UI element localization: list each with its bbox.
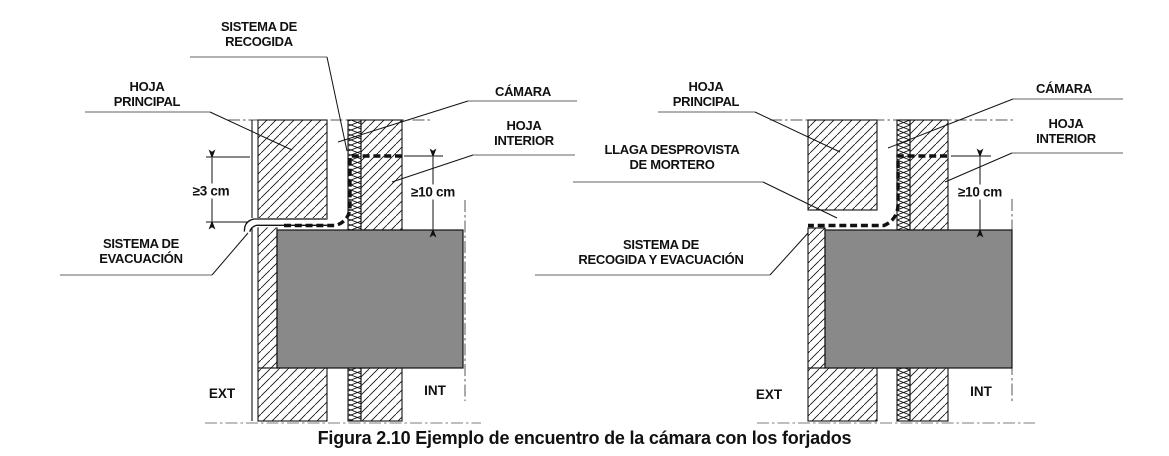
left-dimension-3cm: ≥3 cm <box>190 183 232 199</box>
left-insulation-lower <box>347 367 362 422</box>
leader-right-hoja-principal <box>754 111 841 153</box>
left-outer-leaf-front-of-slab <box>257 226 278 369</box>
leader-right-camara <box>887 98 1014 149</box>
left-label-camara: CÁMARA <box>495 84 551 99</box>
left-outer-leaf-upper <box>257 119 328 220</box>
right-outer-leaf-lower <box>807 367 878 422</box>
right-insulation-lower <box>896 367 911 422</box>
leader-left-camara <box>337 100 469 143</box>
right-label-camara: CÁMARA <box>1036 81 1092 96</box>
left-inner-leaf-lower <box>360 367 403 422</box>
left-label-hoja-interior: HOJA INTERIOR <box>494 118 554 149</box>
left-floor-slab <box>276 229 464 369</box>
figure-caption: Figura 2.10 Ejemplo de encuentro de la c… <box>317 428 852 448</box>
right-wall-layers <box>807 119 949 422</box>
left-collection-membrane-dashed <box>284 154 402 228</box>
left-outer-leaf-lower <box>257 367 328 422</box>
leader-left-sistema-evacuacion <box>211 232 249 276</box>
right-inner-leaf-lower <box>909 367 949 422</box>
right-zone-ext: EXT <box>755 387 783 402</box>
left-tube-clearance <box>250 218 327 228</box>
left-zone-ext: EXT <box>208 386 236 401</box>
right-label-hoja-interior: HOJA INTERIOR <box>1036 116 1096 147</box>
label-underlines <box>60 56 1123 276</box>
leader-right-llaga <box>762 181 838 219</box>
right-zone-int: INT <box>970 384 992 399</box>
left-label-hoja-principal: HOJA PRINCIPAL <box>113 79 181 110</box>
right-label-sistema-recogida-evacuacion: SISTEMA DE RECOGIDA Y EVACUACIÓN <box>578 237 744 268</box>
leader-lines <box>209 56 1014 276</box>
left-dimension-10cm: ≥10 cm <box>409 184 457 200</box>
left-label-sistema-evacuacion: SISTEMA DE EVACUACIÓN <box>99 236 183 267</box>
right-dimension-10cm: ≥10 cm <box>956 184 1004 200</box>
leader-right-sistema-recogida-evacuacion <box>769 232 809 276</box>
left-label-sistema-recogida: SISTEMA DE RECOGIDA <box>221 19 297 50</box>
leader-left-hoja-principal <box>209 111 293 151</box>
left-zone-int: INT <box>424 383 446 398</box>
left-inner-leaf-upper <box>360 119 403 231</box>
right-outer-leaf-front-of-slab <box>807 227 826 369</box>
right-outer-leaf-upper <box>807 119 878 211</box>
right-label-llaga-desprovista: LLAGA DESPROVISTA DE MORTERO <box>604 142 740 173</box>
leader-left-sistema-recogida <box>326 56 348 152</box>
left-wall-layers <box>251 119 403 422</box>
right-label-hoja-principal: HOJA PRINCIPAL <box>672 79 740 110</box>
right-floor-slab <box>824 229 1013 369</box>
right-inner-leaf-upper <box>909 119 949 231</box>
leader-right-hoja-interior <box>944 152 1013 183</box>
right-collection-membrane-dashed <box>808 154 947 228</box>
